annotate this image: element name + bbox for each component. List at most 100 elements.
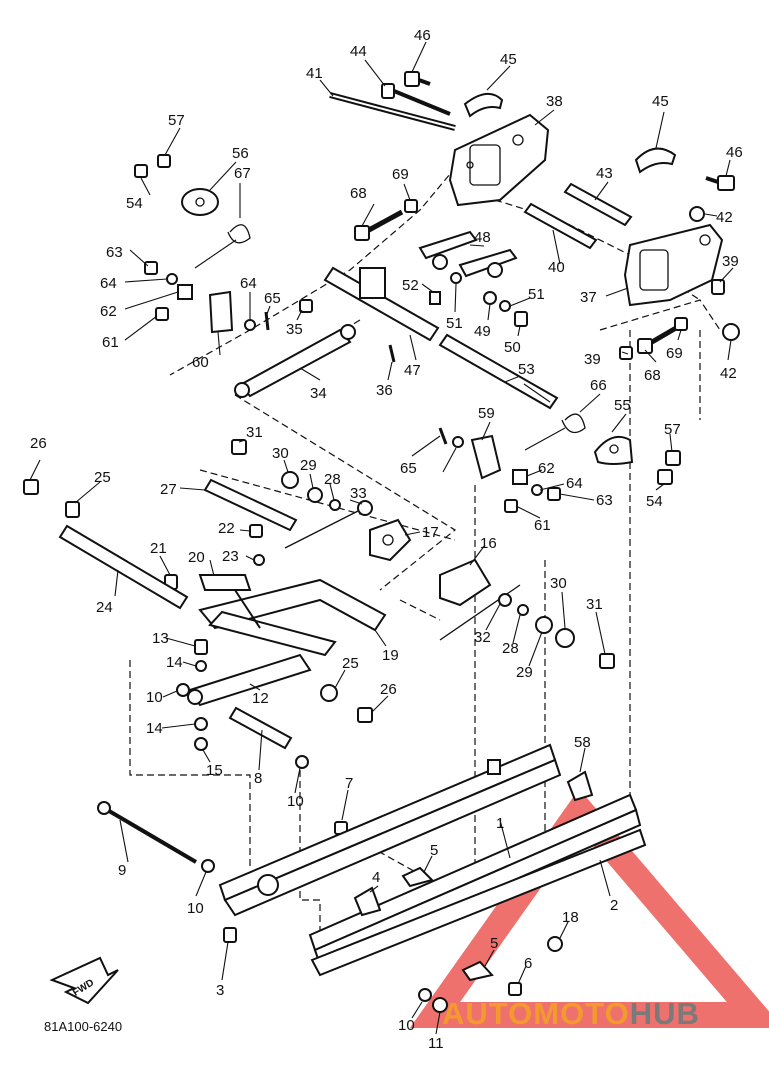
part-10-washer-d [418,988,432,1002]
callout-6: 6 [524,955,532,972]
part-10-washer-c [201,859,215,873]
callout-25-lower: 25 [342,655,359,672]
callout-43: 43 [596,165,613,182]
part-5-bracket-lower [461,960,494,982]
part-3-bolt [223,927,237,943]
callout-12: 12 [252,690,269,707]
callout-54-upper: 54 [126,195,143,212]
callout-10-d: 10 [398,1017,415,1034]
callout-5-lower: 5 [490,935,498,952]
callout-52: 52 [402,277,419,294]
callout-23: 23 [222,548,239,565]
callout-49: 49 [474,323,491,340]
part-69-collar-lower [674,317,688,331]
part-34-shock-absorber [234,324,356,398]
part-61-bolt-left [155,307,169,321]
part-14-washer-upper [195,660,207,672]
callout-64-right: 64 [566,475,583,492]
part-42-nut-lower [722,323,740,341]
callout-57-right: 57 [664,421,681,438]
callout-26-lower: 26 [380,681,397,698]
callout-68-upper: 68 [350,185,367,202]
part-19-swing-arm-frame [198,578,387,657]
callout-32: 32 [474,629,491,646]
callout-61-left: 61 [102,334,119,351]
leader-lines [29,41,734,1035]
part-64-washer-mid [244,319,256,331]
part-56-damper-pad [181,188,219,216]
callout-57-upper: 57 [168,112,185,129]
callout-26-upper: 26 [30,435,47,452]
callout-69-lower: 69 [666,345,683,362]
callout-42-upper: 42 [716,209,733,226]
callout-65-left: 65 [264,290,281,307]
part-30-bushing-upper [281,471,299,489]
callout-labels: 1 2 3 4 5 5 6 7 8 9 10 10 10 10 11 12 13… [30,27,743,1052]
part-37-bracket-plate [623,223,724,307]
part-31-bolt-upper [231,439,247,455]
callout-54-right: 54 [646,493,663,510]
callout-63-right: 63 [596,492,613,509]
callout-13: 13 [152,630,169,647]
part-53-shaft [438,333,559,410]
callout-36: 36 [376,382,393,399]
fwd-arrow [49,956,119,1005]
callout-58: 58 [574,734,591,751]
callout-20: 20 [188,549,205,566]
callout-53: 53 [518,361,535,378]
part-45-cap-upper [463,93,504,118]
callout-18: 18 [562,909,579,926]
part-43-shaft [563,182,633,227]
part-67-torsion-spring [194,224,251,269]
part-45-cap-right [634,147,677,174]
callout-3: 3 [216,982,224,999]
part-5-bracket-upper [401,866,434,888]
callout-38: 38 [546,93,563,110]
part-57-bolt-right [665,450,681,466]
callout-28-lower: 28 [502,640,519,657]
part-51-washer-left [450,272,462,284]
part-68-bolt-lower [637,325,678,354]
callout-16: 16 [480,535,497,552]
part-35-bolt [299,299,313,313]
callout-47: 47 [404,362,421,379]
callout-7: 7 [345,775,353,792]
part-64-washer-left [166,273,178,285]
part-42-nut-upper [689,206,705,222]
part-31-bolt-lower [599,653,615,669]
callout-28-upper: 28 [324,471,341,488]
callout-44: 44 [350,43,367,60]
part-10-washer-b [295,755,309,769]
part-28-washer-lower [517,604,529,616]
part-16-mount [439,558,492,607]
part-10-washer-a [176,683,190,697]
part-9-long-bolt [97,801,198,864]
diagram-code: 81A100-6240 [44,1019,122,1034]
callout-39-lower: 39 [584,351,601,368]
part-14-washer-lower [194,717,208,731]
callout-31-lower: 31 [586,596,603,613]
callout-50: 50 [504,339,521,356]
callout-68-lower: 68 [644,367,661,384]
callout-30-upper: 30 [272,445,289,462]
watermark-part1: AUTOMOTO [442,996,630,1031]
callout-56: 56 [232,145,249,162]
part-59-bracket [470,434,502,480]
part-33-pin [284,500,373,549]
part-51-washer-right [499,300,511,312]
part-69-collar-upper [404,199,418,213]
part-29-bushing-upper [307,487,323,503]
callout-51-right: 51 [528,286,545,303]
part-46-bolt-upper [404,71,431,87]
slide-rail-left [218,743,562,917]
part-47-crossbar [323,266,440,342]
callout-14-upper: 14 [166,654,183,671]
callout-27: 27 [160,481,177,498]
part-58-slider-block [566,770,594,802]
part-6-nut [508,982,522,996]
callout-25-upper: 25 [94,469,111,486]
part-57-bolt-upper [157,154,171,168]
part-54-bolt-right [657,469,673,485]
part-39-bolt-right [711,279,725,295]
